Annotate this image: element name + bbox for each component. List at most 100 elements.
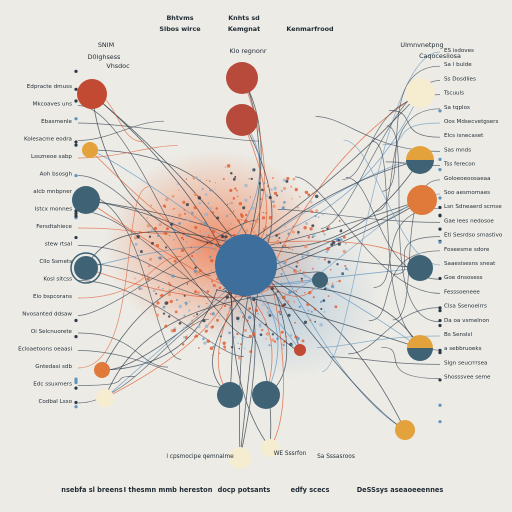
endpoint-dot (74, 143, 78, 147)
connection-line (270, 246, 406, 431)
endpoint-dot (74, 380, 78, 385)
cloud-dot (229, 188, 233, 193)
cloud-dot (148, 257, 153, 262)
cloud-dot (168, 289, 171, 292)
cloud-dot (293, 253, 296, 255)
cloud-dot (260, 323, 262, 325)
cloud-dot (186, 218, 190, 222)
cloud-dot (237, 342, 239, 345)
cloud-dot (319, 300, 323, 303)
cloud-dot (295, 290, 298, 293)
node-circle (96, 389, 114, 407)
cloud-dot (202, 284, 205, 286)
node-circle (94, 362, 110, 378)
cloud-dot (262, 211, 264, 214)
cloud-dot (147, 264, 151, 268)
cloud-dot (238, 202, 243, 206)
cloud-dot (225, 295, 229, 299)
label-connector (382, 65, 441, 192)
label-connector (77, 186, 150, 369)
node-half-top (406, 146, 434, 160)
bottom-label: WE Sssrfon (274, 451, 307, 457)
header-label: Slbos wirce (159, 25, 201, 33)
cloud-dot (286, 300, 290, 304)
cloud-dot (270, 223, 273, 226)
cloud-dot (193, 193, 197, 197)
cloud-dot (311, 224, 315, 228)
cloud-dot (334, 305, 338, 309)
cloud-dot (288, 290, 292, 295)
node-circle (72, 186, 100, 214)
cloud-dot (191, 212, 194, 215)
cloud-dot (190, 276, 193, 279)
cloud-dot (344, 264, 347, 268)
cloud-dot (191, 319, 193, 322)
cloud-dot (276, 194, 279, 197)
cloud-dot (174, 310, 178, 314)
cloud-dot (209, 189, 212, 192)
cloud-dot (266, 302, 269, 305)
header-label: Knhts sd (228, 14, 260, 22)
cloud-dot (167, 293, 171, 297)
cloud-dot (212, 211, 215, 214)
cloud-dot (162, 218, 166, 222)
cloud-dot (265, 323, 267, 326)
cloud-dot (223, 304, 227, 308)
cloud-dot (310, 310, 313, 313)
cloud-dot (138, 231, 142, 234)
cloud-dot (309, 200, 312, 202)
cloud-dot (146, 217, 148, 219)
connection-line (89, 149, 219, 245)
cloud-dot (318, 216, 320, 218)
cloud-dot (185, 304, 187, 306)
cloud-dot (230, 223, 232, 225)
cloud-dot (263, 182, 266, 184)
hub-node (215, 234, 277, 296)
cloud-dot (280, 189, 284, 193)
footer-label: edfy scecs (291, 486, 330, 494)
cloud-dot (261, 216, 266, 220)
cloud-dot (292, 308, 294, 310)
cloud-dot (183, 209, 186, 211)
bottom-label: Sa Sssasroos (317, 454, 355, 460)
cloud-dot (272, 200, 275, 203)
cloud-dot (283, 303, 287, 306)
cloud-dot (238, 347, 240, 350)
cloud-dot (216, 318, 219, 322)
cloud-dot (219, 335, 222, 338)
cloud-dot (173, 259, 177, 263)
endpoint-dot (74, 214, 78, 218)
cloud-dot (313, 308, 317, 311)
cloud-dot (278, 237, 281, 239)
cloud-dot (266, 234, 268, 236)
cloud-dot (206, 302, 208, 305)
cloud-dot (327, 260, 331, 264)
cloud-dot (337, 242, 341, 246)
cloud-dot (208, 274, 210, 277)
cloud-dot (321, 229, 325, 233)
left-label: Cllo Ssmets (39, 259, 72, 265)
cloud-dot (306, 251, 310, 255)
cloud-dot (237, 320, 240, 322)
cloud-dot (227, 227, 231, 231)
header-label: Klo regnonr (229, 47, 266, 55)
cloud-dot (173, 238, 175, 241)
cloud-dot (138, 285, 141, 288)
cloud-dot (182, 233, 184, 236)
cloud-dot (204, 236, 206, 238)
cloud-dot (156, 301, 160, 305)
right-label: Slgn seucrrrsea (444, 360, 487, 366)
cloud-dot (308, 291, 312, 295)
cloud-dot (141, 274, 144, 277)
left-label: Aoh bsosgh (40, 172, 73, 178)
node-half-top (407, 335, 433, 348)
cloud-dot (183, 314, 186, 317)
cloud-dot (323, 258, 326, 261)
cloud-dot (257, 218, 259, 220)
node-circle (226, 62, 258, 94)
cloud-dot (323, 242, 326, 246)
cloud-dot (184, 336, 188, 339)
endpoint-dot (438, 403, 442, 407)
label-connector (388, 110, 441, 138)
